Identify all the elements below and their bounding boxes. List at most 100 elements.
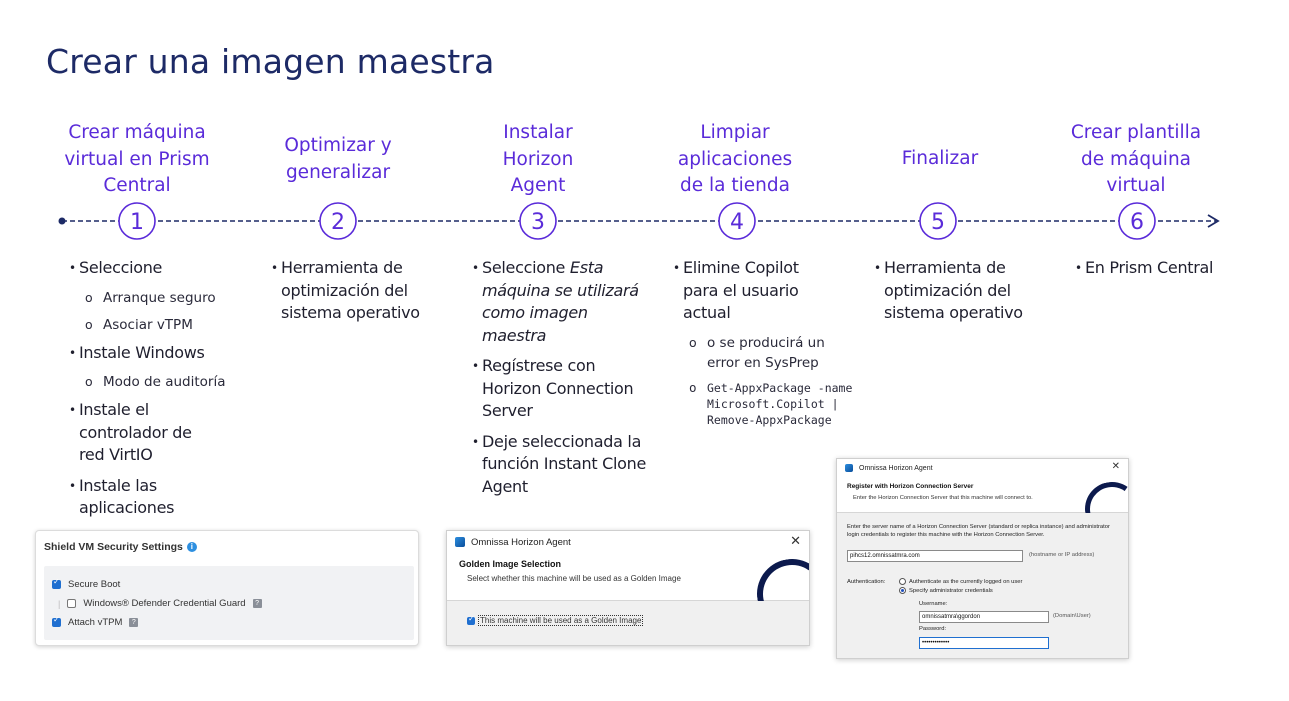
step-2-details: Herramienta de optimización del sistema … — [271, 257, 441, 333]
register-connection-server-dialog: Omnissa Horizon Agent ✕ Register with Ho… — [836, 458, 1129, 659]
password-input[interactable]: ••••••••••••• — [919, 637, 1049, 649]
bullet: Herramienta de optimización del sistema … — [874, 257, 1044, 325]
timeline-arrow-head — [1207, 214, 1220, 228]
step-6-circle — [1118, 202, 1156, 240]
step-6-number: 6 — [1130, 210, 1144, 235]
step-5-circle — [919, 202, 957, 240]
sub-bullet: Arranque seguro — [69, 288, 249, 308]
step-4-heading: Limpiar aplicaciones de la tienda — [650, 120, 820, 200]
golden-image-checkbox-label: This machine will be used as a Golden Im… — [478, 615, 644, 626]
secure-boot-option[interactable]: Secure Boot — [52, 577, 121, 590]
step-3-heading-line: Horizon — [502, 148, 574, 170]
dialog-heading: Golden Image Selection — [459, 559, 562, 569]
info-icon[interactable]: i — [186, 542, 197, 553]
bullet: Elimine Copilot para el usuario actual — [673, 257, 823, 325]
step-3-heading-line: Instalar — [503, 122, 573, 143]
radio-specify-credentials-label: Specify administrator credentials — [909, 588, 993, 595]
timeline-start-dot — [58, 217, 66, 225]
step-5-details: Herramienta de optimización del sistema … — [874, 257, 1044, 333]
checkbox-checked-icon[interactable] — [52, 615, 61, 627]
attach-vtpm-label: Attach vTPM — [68, 617, 123, 628]
dialog-subheading: Select whether this machine will be used… — [467, 574, 681, 583]
step-3-details: Seleccione Esta máquina se utilizará com… — [472, 257, 647, 506]
bullet: Deje seleccionada la función Instant Clo… — [472, 431, 647, 499]
horizon-app-icon — [845, 464, 853, 472]
bullet: Herramienta de optimización del sistema … — [271, 257, 441, 325]
bullet: Seleccione Esta máquina se utilizará com… — [472, 257, 647, 347]
step-1-number: 1 — [130, 210, 144, 235]
sub-bullet: o se producirá un error en SysPrep — [673, 333, 843, 373]
checkbox-unchecked-icon[interactable] — [67, 599, 77, 608]
server-hint: (hostname or IP address) — [1029, 552, 1095, 558]
credential-guard-label: Windows® Defender Credential Guard — [83, 598, 246, 609]
bullet: Instale Windows — [69, 342, 249, 365]
step-1-heading-line: virtual en Prism — [64, 148, 210, 170]
sub-bullet: Modo de auditoría — [69, 372, 249, 392]
step-1-heading: Crear máquina virtual en Prism Central — [52, 120, 222, 200]
sub-bullet-code: Get-AppxPackage -name Microsoft.Copilot … — [673, 380, 873, 428]
dialog-window-title: Omnissa Horizon Agent — [859, 464, 933, 472]
step-2-heading-line: generalizar — [285, 161, 391, 183]
dialog-header: Register with Horizon Connection Server … — [837, 477, 1128, 541]
step-2-number: 2 — [331, 210, 345, 235]
horizon-app-icon — [455, 537, 465, 547]
radio-on-icon[interactable] — [899, 587, 906, 594]
close-icon[interactable]: ✕ — [1111, 461, 1120, 472]
step-4-circle — [718, 202, 756, 240]
radio-off-icon[interactable] — [899, 578, 906, 585]
username-input[interactable]: omnissatmra\ggordon — [919, 611, 1049, 623]
bullet: Instale las aplicaciones — [69, 475, 219, 520]
dialog-intro-text: Enter the server name of a Horizon Conne… — [847, 524, 1110, 538]
step-2-circle — [319, 202, 357, 240]
shield-vm-options: Secure Boot | Windows® Defender Credenti… — [44, 566, 414, 640]
radio-specify-credentials[interactable]: Specify administrator credentials — [899, 587, 993, 594]
step-6-heading-line: Crear plantilla — [1070, 122, 1202, 143]
step-1-heading-line: Crear máquina — [68, 122, 206, 143]
step-2-heading-line: Optimizar y — [284, 135, 392, 156]
bullet: Seleccione — [69, 257, 249, 280]
step-1-details: Seleccione Arranque seguro Asociar vTPM … — [69, 257, 249, 528]
step-3-number: 3 — [531, 210, 545, 235]
dialog-titlebar: Omnissa Horizon Agent ✕ — [447, 531, 809, 553]
attach-vtpm-option[interactable]: Attach vTPM ? — [52, 615, 139, 628]
step-4-heading-line: Limpiar — [700, 122, 770, 143]
bullet: En Prism Central — [1075, 257, 1245, 280]
step-6-heading: Crear plantilla de máquina virtual — [1051, 120, 1221, 200]
username-hint: (Domain\User) — [1053, 613, 1091, 619]
bullet: Instale el controlador de red VirtIO — [69, 399, 219, 467]
step-4-number: 4 — [730, 210, 744, 235]
authentication-label: Authentication: — [847, 579, 886, 585]
checkbox-checked-icon[interactable] — [52, 577, 61, 589]
help-icon[interactable]: ? — [129, 618, 139, 627]
radio-current-user[interactable]: Authenticate as the currently logged on … — [899, 578, 1022, 585]
step-6-details: En Prism Central — [1075, 257, 1245, 288]
step-3-heading-line: Agent — [510, 175, 566, 196]
dialog-window-title: Omnissa Horizon Agent — [471, 536, 571, 548]
step-5-number: 5 — [931, 210, 945, 235]
step-3-heading: Instalar Horizon Agent — [453, 120, 623, 200]
golden-image-dialog: Omnissa Horizon Agent ✕ Golden Image Sel… — [446, 530, 810, 646]
checkbox-checked-icon[interactable] — [467, 614, 475, 625]
dialog-body: This machine will be used as a Golden Im… — [447, 601, 809, 645]
close-icon[interactable]: ✕ — [790, 533, 801, 548]
step-2-heading: Optimizar y generalizar — [253, 133, 423, 186]
bullet-text: Seleccione — [482, 258, 570, 277]
step-6-heading-line: de máquina — [1080, 148, 1192, 170]
dialog-heading: Register with Horizon Connection Server — [847, 483, 974, 490]
bullet-italic-text: Esta máquina se utilizará como imagen ma… — [482, 258, 639, 345]
step-1-heading-line: Central — [103, 175, 171, 196]
dialog-body: Enter the server name of a Horizon Conne… — [837, 513, 1128, 658]
credential-guard-option[interactable]: | Windows® Defender Credential Guard ? — [58, 598, 262, 609]
radio-current-user-label: Authenticate as the currently logged on … — [909, 579, 1023, 586]
help-icon[interactable]: ? — [252, 599, 262, 608]
golden-image-checkbox-row[interactable]: This machine will be used as a Golden Im… — [467, 614, 644, 626]
step-1-circle — [118, 202, 156, 240]
secure-boot-label: Secure Boot — [68, 579, 121, 590]
step-5-heading: Finalizar — [855, 146, 1025, 173]
dialog-header: Golden Image Selection Select whether th… — [447, 553, 809, 635]
step-4-heading-line: aplicaciones — [677, 148, 793, 170]
server-input[interactable]: pihcs12.omnissatmra.com — [847, 550, 1023, 562]
username-label: Username: — [919, 601, 948, 607]
